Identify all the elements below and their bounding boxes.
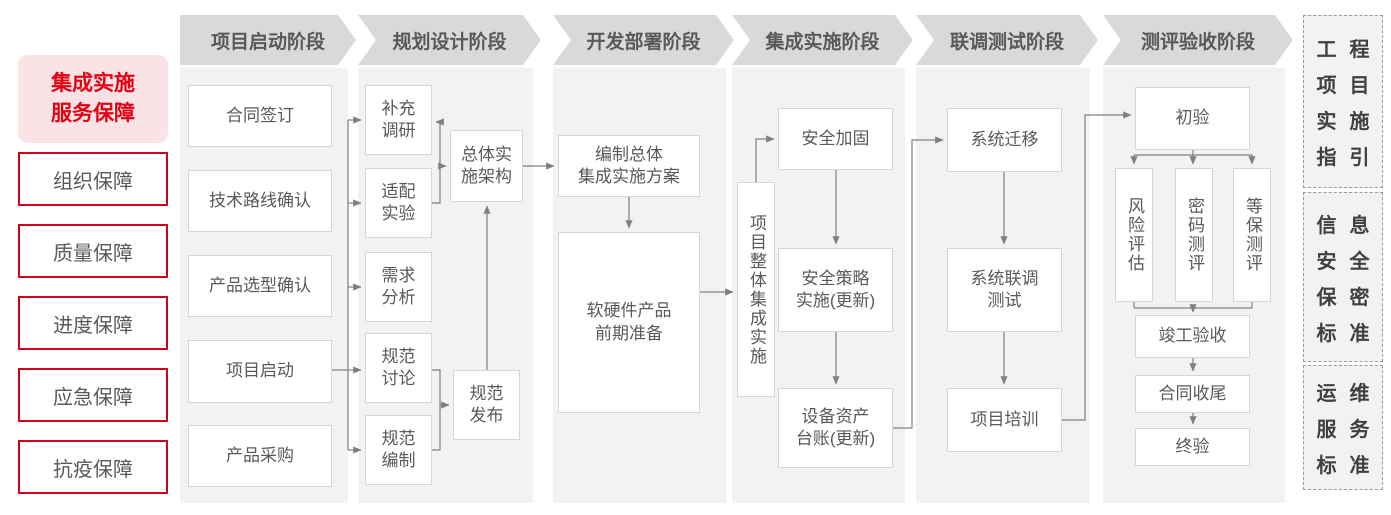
standard-project-implementation-guide: 工程 项目 实施 指引 (1303, 15, 1383, 188)
sidebar-item-epidemic-guarantee: 抗疫保障 (18, 440, 168, 494)
phase-header-integration-implementation: 集成实施阶段 (732, 15, 913, 65)
box-overall-integration-plan: 编制总体 集成实施方案 (558, 135, 700, 197)
box-adaptation-test: 适配 实验 (365, 168, 432, 238)
box-mlps-evaluation: 等保测评 (1233, 168, 1271, 302)
phase-header-dev-deployment: 开发部署阶段 (553, 15, 734, 65)
box-security-policy-implementation: 安全策略 实施(更新) (778, 248, 893, 332)
sidebar-item-quality-guarantee: 质量保障 (18, 224, 168, 278)
standard-text-row: 运维 (1316, 383, 1383, 405)
phase-header-planning-design: 规划设计阶段 (358, 15, 541, 65)
box-contract-closure: 合同收尾 (1135, 375, 1250, 413)
box-overall-implementation-architecture: 总体实 施架构 (450, 130, 523, 202)
standard-text-row: 实施 (1316, 111, 1383, 133)
box-requirement-analysis: 需求 分析 (365, 252, 432, 322)
box-spec-discussion: 规范 讨论 (365, 333, 432, 403)
phase-header-evaluation-acceptance: 测评验收阶段 (1103, 15, 1293, 65)
box-product-selection-confirm: 产品选型确认 (188, 255, 332, 317)
box-project-training: 项目培训 (947, 388, 1062, 452)
standard-text-row: 信息 (1316, 214, 1383, 237)
box-spec-release: 规范 发布 (453, 370, 520, 440)
box-supplementary-research: 补充 调研 (365, 85, 432, 155)
standard-text-row: 安全 (1316, 250, 1383, 273)
box-hw-sw-preparation: 软硬件产品 前期准备 (558, 232, 700, 413)
box-final-acceptance: 终验 (1135, 428, 1250, 466)
box-initial-acceptance: 初验 (1135, 87, 1250, 150)
standard-text-row: 指引 (1316, 147, 1383, 169)
sidebar-title: 集成实施 服务保障 (18, 55, 168, 143)
box-security-hardening: 安全加固 (778, 108, 893, 170)
standard-text-row: 服务 (1316, 419, 1383, 441)
standard-text-row: 保密 (1316, 286, 1383, 309)
phase-header-joint-debug-test: 联调测试阶段 (916, 15, 1098, 65)
standard-info-security-confidentiality: 信息 安全 保密 标准 (1303, 192, 1383, 362)
box-risk-assessment: 风险评估 (1115, 168, 1153, 302)
box-tech-route-confirm: 技术路线确认 (188, 170, 332, 232)
box-spec-compilation: 规范 编制 (365, 415, 432, 485)
box-project-kickoff: 项目启动 (188, 340, 332, 403)
box-product-procurement: 产品采购 (188, 425, 332, 487)
standard-om-service: 运维 服务 标准 (1303, 365, 1383, 490)
box-system-migration: 系统迁移 (947, 108, 1062, 172)
standard-text-row: 工程 (1316, 39, 1383, 61)
box-asset-ledger-update: 设备资产 台账(更新) (778, 388, 893, 468)
sidebar-item-organization-guarantee: 组织保障 (18, 152, 168, 206)
box-crypto-evaluation: 密码测评 (1175, 168, 1213, 302)
sidebar-item-emergency-guarantee: 应急保障 (18, 368, 168, 422)
box-completion-acceptance: 竣工验收 (1135, 315, 1250, 358)
standard-text-row: 标准 (1316, 322, 1383, 345)
sidebar-item-schedule-guarantee: 进度保障 (18, 296, 168, 350)
box-contract-signing: 合同签订 (188, 85, 332, 147)
box-overall-project-integration: 项目整体集成实施 (737, 182, 775, 397)
standard-text-row: 项目 (1316, 75, 1383, 97)
phase-header-project-kickoff: 项目启动阶段 (180, 15, 356, 65)
standard-text-row: 标准 (1316, 455, 1383, 477)
box-system-joint-debug-test: 系统联调 测试 (947, 248, 1062, 332)
